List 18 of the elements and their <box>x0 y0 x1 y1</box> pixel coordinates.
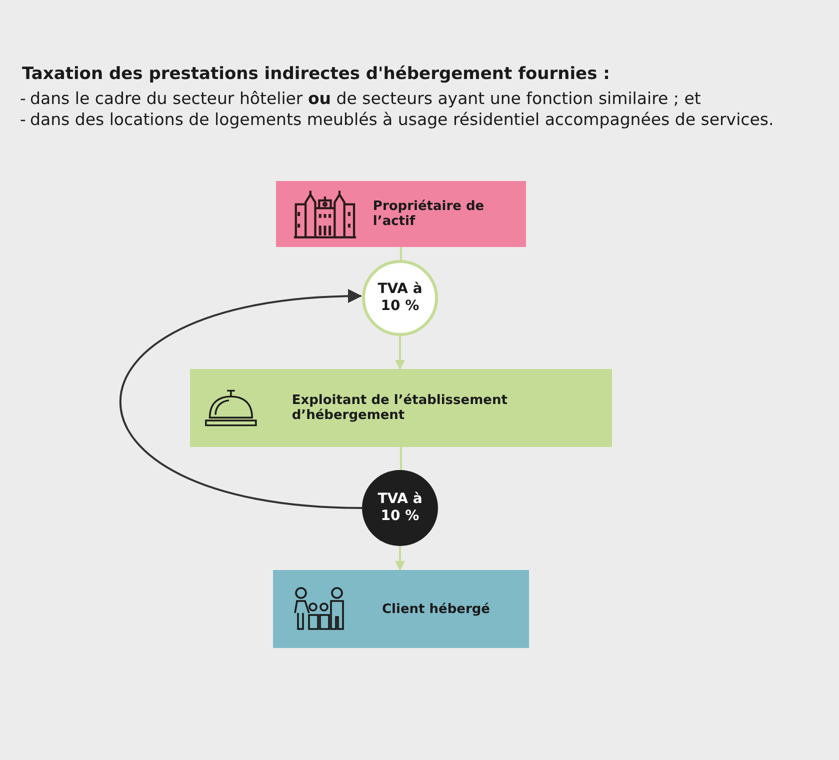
actor-box <box>273 570 529 648</box>
arrow <box>395 546 405 571</box>
connector-line <box>400 247 402 260</box>
arrow <box>120 290 362 509</box>
bullet-text: dans le cadre du secteur hôtelier ou de secteurs ayant une fonction similaire ; et <box>30 88 702 109</box>
connector-line <box>400 447 402 470</box>
node-text: Client hébergé <box>382 602 490 616</box>
arrow <box>395 336 405 370</box>
actor-box <box>276 181 526 247</box>
bullet-dash: - <box>20 88 26 109</box>
actor-box <box>190 369 612 447</box>
node-text: Exploitant de l’établissement d’hébergement <box>292 393 508 423</box>
bullet-dash: - <box>20 109 26 130</box>
heading: Taxation des prestations indirectes d'hébergement fournies : <box>22 64 610 84</box>
node-text: TVA à 10 % <box>376 491 424 525</box>
node-text: TVA à 10 % <box>376 281 424 315</box>
bullet-text: dans des locations de logements meublés à usage résidentiel accompagnées de services. <box>30 109 775 130</box>
node-text: Propriétaire de l’actif <box>372 199 486 229</box>
